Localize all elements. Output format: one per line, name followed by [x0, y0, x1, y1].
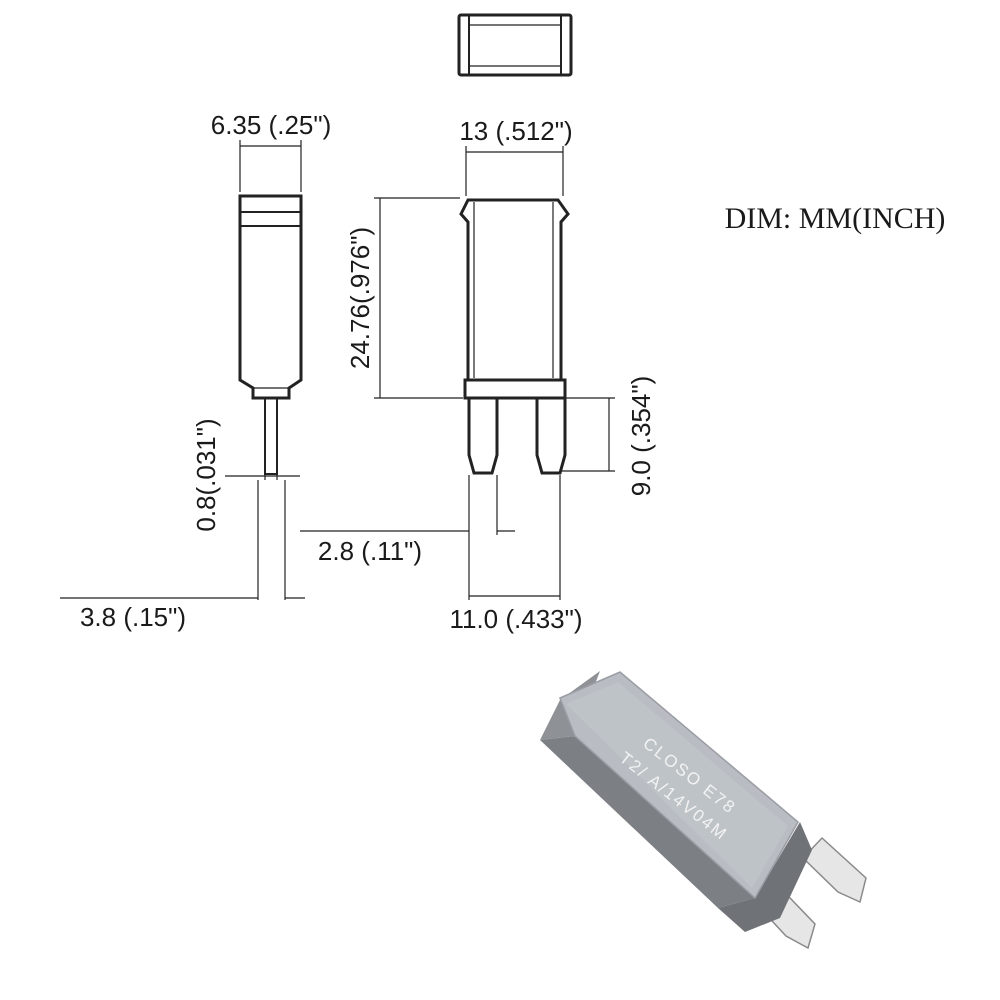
label-side-terminal-offset: 3.8 (.15")	[80, 602, 186, 632]
top-view-outline	[457, 13, 573, 77]
label-body-height: 24.76(.976")	[345, 227, 375, 369]
product-illustration: CLOSO E78 T2/ A/14V04M	[540, 671, 867, 950]
top-view	[457, 13, 573, 77]
label-blade-spacing: 11.0 (.433")	[449, 604, 582, 634]
front-view-blade-right	[535, 396, 567, 475]
housing-front-face	[718, 822, 812, 932]
label-blade-width: 2.8 (.11")	[318, 536, 422, 566]
label-blade-length: 9.0 (.354")	[626, 376, 656, 497]
side-view-terminal	[264, 397, 278, 475]
front-view-body	[459, 198, 570, 382]
front-view-base	[463, 378, 567, 400]
side-view	[238, 194, 303, 475]
units-note: DIM: MM(INCH)	[725, 202, 946, 235]
side-view-body	[238, 194, 303, 400]
blade-right	[801, 836, 867, 904]
front-view-blade-left	[467, 396, 499, 475]
housing-left-face	[540, 736, 755, 908]
label-side-width: 6.35 (.25")	[211, 110, 332, 140]
front-view	[459, 198, 570, 475]
dimension-lines	[60, 140, 615, 600]
label-front-width: 13 (.512")	[459, 116, 572, 146]
label-terminal-thickness: 0.8(.031")	[191, 418, 221, 531]
